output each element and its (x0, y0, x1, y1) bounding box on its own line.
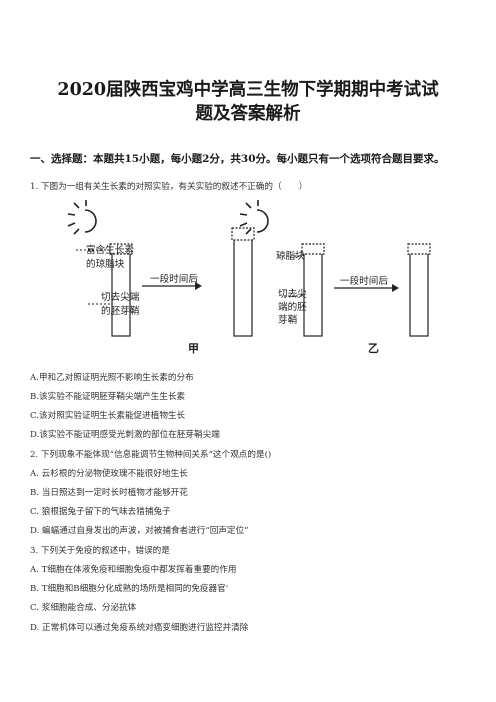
q1-option-b: B.该实验不能证明胚芽鞘尖端产生生长素 (30, 392, 186, 402)
agar-label-yi: 琼脂块 (276, 250, 305, 262)
q3-option-d: D. 正常机体可以通过免疫系统对癌变细胞进行监控并清除 (30, 623, 249, 633)
title-line-1: 2020届陕西宝鸡中学高三生物下学期期中考试试 (57, 80, 439, 100)
document-title: 2020届陕西宝鸡中学高三生物下学期期中考试试 题及答案解析 (20, 78, 476, 126)
q1-option-c: C.该对照实验证明生长素能促进植物生长 (30, 411, 186, 421)
sun-icon (67, 200, 97, 235)
q2-option-a: A. 云杉根的分泌物使玫瑰不能很好地生长 (30, 469, 188, 479)
cut-label-yi-1: 切去尖 (278, 288, 307, 300)
cut-label-yi-3: 芽鞘 (278, 314, 298, 326)
q3-option-c: C. 浆细胞能合成、分泌抗体 (30, 603, 137, 613)
q2-option-d: D. 蝙蝠通过自身发出的声波，对被捕食者进行“回声定位” (30, 526, 249, 536)
question-2-stem: 2. 下列现象不能体现“信息能调节生物种间关系”这个观点的是() (30, 450, 272, 460)
cut-label-jia-1: 切去尖端 (101, 291, 140, 303)
sun-icon (239, 200, 269, 235)
section-heading: 一、选择题：本题共15小题，每小题2分，共30分。每小题只有一个选项符合题目要求… (30, 153, 445, 165)
grown-coleoptile-yi (407, 243, 431, 337)
grown-coleoptile-jia (231, 227, 255, 337)
agar-label-jia-1: 富含生长素 (86, 244, 134, 256)
cut-label-jia-2: 的胚芽鞘 (101, 305, 140, 317)
q1-option-a: A.甲和乙对照证明光照不影响生长素的分布 (30, 373, 194, 383)
coleoptile-with-agar-jia (109, 243, 133, 337)
q3-option-b: B. T细胞和B细胞分化成熟的场所是相同的免疫器官' (30, 584, 229, 594)
title-line-2: 题及答案解析 (195, 104, 301, 124)
q2-option-b: B. 当日照达到一定时长时植物才能够开花 (30, 488, 188, 498)
question-1-stem: 1. 下图为一组有关生长素的对照实验，有关实验的叙述不正确的（ ） (30, 182, 308, 192)
caption-yi: 乙 (368, 342, 379, 355)
q1-option-d: D.该实验不能证明感受光刺激的部位在胚芽鞘尖端 (30, 430, 220, 440)
arrow-label-yi: 一段时间后 (340, 275, 388, 287)
q2-option-c: C. 狼根据兔子留下的气味去猎捕兔子 (30, 507, 171, 517)
coleoptile-with-agar-yi (301, 243, 325, 337)
caption-jia: 甲 (188, 342, 199, 355)
cut-label-yi-2: 端的胚 (278, 301, 307, 313)
question-3-stem: 3. 下列关于免疫的叙述中，错误的是 (30, 546, 170, 556)
arrow-label-jia: 一段时间后 (150, 273, 198, 285)
agar-label-jia-2: 的琼脂块 (86, 258, 125, 270)
q3-option-a: A. T细胞在体液免疫和细胞免疫中都发挥着重要的作用 (30, 565, 237, 575)
